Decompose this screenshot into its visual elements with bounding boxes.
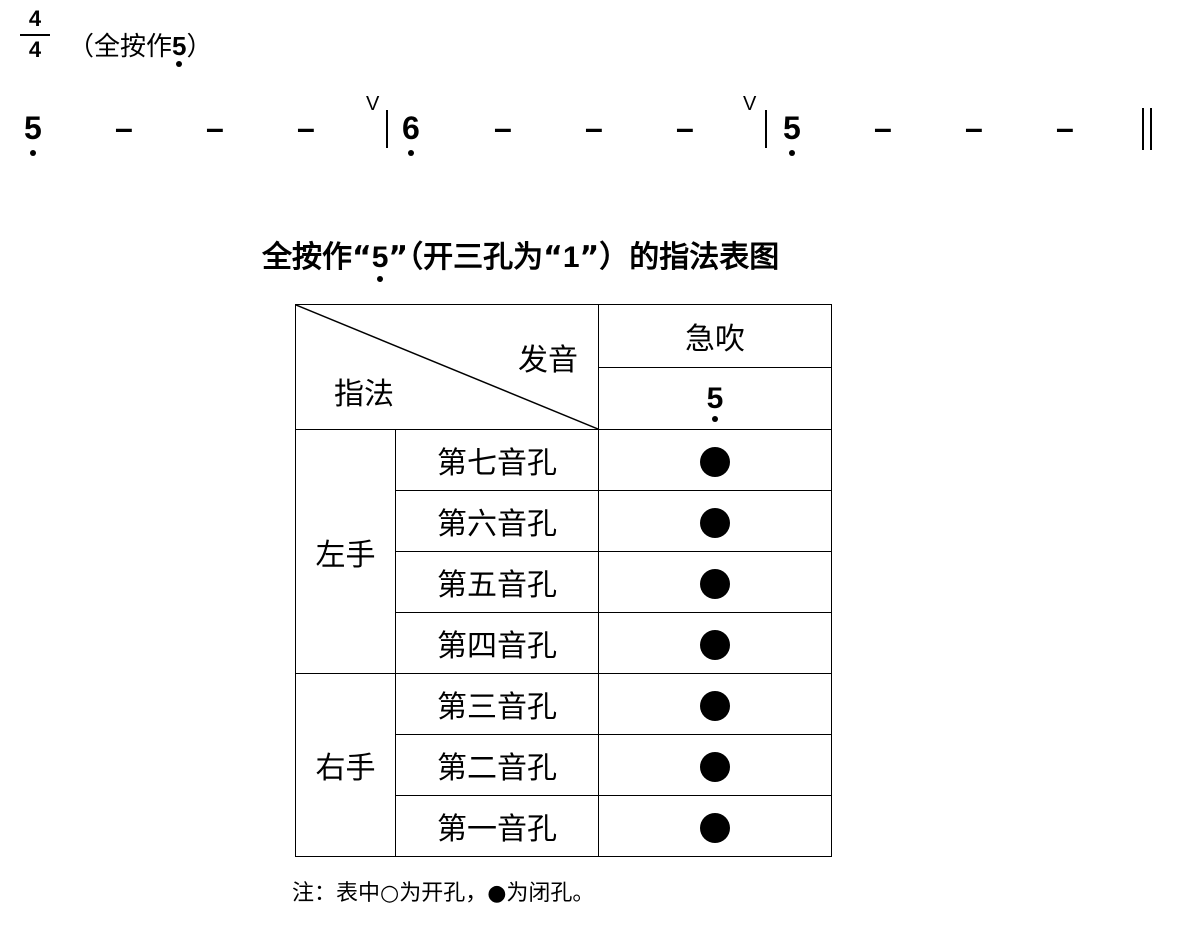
- time-signature-bar: [20, 34, 50, 36]
- diagonal-line: [296, 305, 598, 429]
- title-part: ”（开三孔为“: [388, 240, 563, 275]
- hole-state-cell: [598, 673, 832, 735]
- title-note-digit: 5: [371, 241, 389, 274]
- chart-title: 全按作“5”（开三孔为“1”）的指法表图: [262, 232, 780, 282]
- hole-state-cell: [598, 429, 832, 491]
- time-signature-bottom: 4: [28, 37, 42, 62]
- hole-label: 第五音孔: [395, 551, 599, 613]
- dash: –: [676, 110, 694, 146]
- time-signature: 4 4: [20, 8, 50, 61]
- barline: [765, 110, 767, 148]
- diagonal-header-cell: 发音 指法: [295, 304, 599, 430]
- title-part: 全按作“: [262, 240, 372, 275]
- low-octave-dot: [712, 415, 718, 422]
- key-note-digit: 5: [172, 31, 187, 61]
- hand-label-left: 左手: [295, 429, 396, 674]
- closed-hole-icon: [700, 690, 730, 721]
- fingering-table: 发音 指法 急吹 5 左手 第七音孔 第六音孔 第五音孔 第四音孔 右手 第三音…: [295, 304, 832, 857]
- breath-mark: V: [366, 93, 380, 115]
- hole-label: 第三音孔: [395, 673, 599, 735]
- key-indication: （全按作5）: [68, 26, 213, 67]
- hole-state-cell: [598, 612, 832, 674]
- closed-hole-icon: [700, 446, 730, 477]
- score-line: 5 – – – V 6 – – – V 5 – – –: [0, 94, 1200, 160]
- hole-state-cell: [598, 551, 832, 613]
- hole-label: 第七音孔: [395, 429, 599, 491]
- technique-header: 急吹: [598, 304, 832, 368]
- hole-label: 第二音孔: [395, 734, 599, 796]
- dash: –: [494, 110, 512, 146]
- pitch-note: 5: [706, 381, 724, 422]
- title-note: 1: [562, 241, 580, 274]
- closed-hole-icon: [700, 812, 730, 843]
- pitch-digit: 5: [706, 381, 724, 415]
- low-octave-dot: [29, 150, 36, 156]
- note-digit: 5: [783, 110, 801, 146]
- note: 6: [402, 110, 420, 156]
- breath-mark: V: [743, 93, 757, 115]
- hole-label: 第四音孔: [395, 612, 599, 674]
- header-pitch-label: 发音: [518, 343, 578, 378]
- low-octave-dot: [176, 61, 183, 67]
- footnote: 注：表中○为开孔，●为闭孔。: [292, 881, 595, 906]
- dash: –: [297, 110, 315, 146]
- barline: [386, 110, 388, 148]
- low-octave-dot: [788, 150, 795, 156]
- closed-hole-icon: [700, 751, 730, 782]
- key-suffix: ）: [186, 32, 213, 62]
- key-note: 5: [172, 31, 187, 67]
- hole-state-cell: [598, 490, 832, 552]
- closed-hole-icon: [700, 568, 730, 599]
- hole-label: 第六音孔: [395, 490, 599, 552]
- title-part: ”）的指法表图: [579, 240, 780, 275]
- note-digit: 6: [402, 110, 420, 146]
- closed-hole-icon: [700, 629, 730, 660]
- key-prefix: （全按作: [68, 32, 173, 62]
- low-octave-dot: [407, 150, 414, 156]
- hole-state-cell: [598, 795, 832, 857]
- dash: –: [585, 110, 603, 146]
- hand-label-right: 右手: [295, 673, 396, 857]
- dash: –: [874, 110, 892, 146]
- dash: –: [965, 110, 983, 146]
- title-note: 5: [371, 241, 389, 282]
- time-signature-top: 4: [28, 6, 42, 31]
- note-digit: 5: [24, 110, 42, 146]
- header-fingering-label: 指法: [334, 377, 394, 412]
- low-octave-dot: [377, 276, 384, 282]
- closed-hole-icon: [700, 507, 730, 538]
- hole-label: 第一音孔: [395, 795, 599, 857]
- final-barline: [1142, 108, 1152, 150]
- pitch-header: 5: [598, 366, 832, 430]
- dash: –: [115, 110, 133, 146]
- dash: –: [206, 110, 224, 146]
- hole-state-cell: [598, 734, 832, 796]
- dash: –: [1056, 110, 1074, 146]
- note: 5: [24, 110, 42, 156]
- note: 5: [783, 110, 801, 156]
